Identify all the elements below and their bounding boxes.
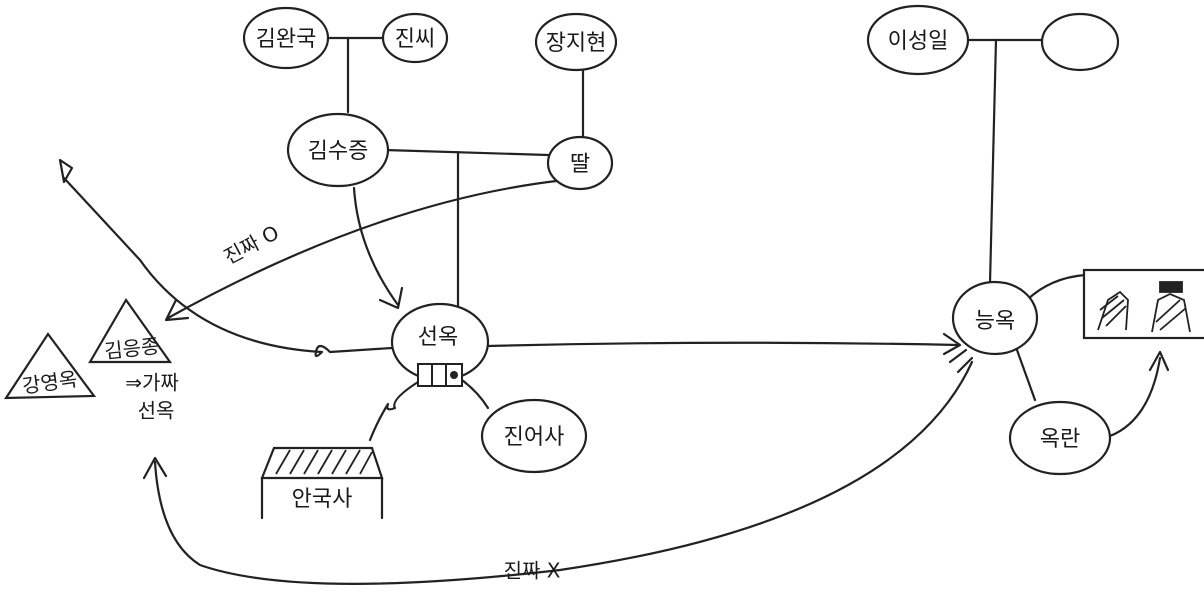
line-neungok-to-picture — [1025, 273, 1087, 302]
node-label: 딸 — [570, 152, 590, 177]
portrait-picture — [1082, 268, 1204, 340]
temple-anguksa: 안국사 — [260, 446, 384, 520]
fake-seonok-note-line2: 선옥 — [138, 399, 175, 423]
arrowhead-left-top — [58, 158, 74, 184]
line-seonok-to-left — [62, 176, 394, 358]
node-kim-eungjong: 김응종 — [88, 297, 173, 364]
arrowhead-ttal-to-kim-eungjong — [164, 298, 190, 322]
node-lee-spouse-empty — [1040, 12, 1120, 72]
node-label: 김완국 — [256, 27, 317, 52]
arrow-okran-to-picture — [1108, 356, 1162, 438]
node-label: 능옥 — [975, 309, 1015, 334]
arrowhead-okran-to-picture — [1148, 350, 1170, 372]
fake-seonok-note-line1: ⇒가짜 — [125, 371, 179, 395]
node-jang-jihyeon: 장지현 — [534, 12, 618, 72]
node-jin-ssi: 진씨 — [381, 12, 449, 64]
figure-icon — [1151, 281, 1191, 333]
node-okran: 옥란 — [1008, 400, 1112, 476]
tick-marks-neungok — [948, 348, 974, 374]
temple-label: 안국사 — [292, 487, 353, 512]
arrowhead-sujung-to-seonok — [378, 286, 404, 310]
node-label: 장지현 — [546, 31, 607, 56]
figure-icon — [1097, 290, 1129, 331]
line-seonok-to-temple — [368, 380, 420, 442]
node-kang-yeongok: 강영옥 — [3, 332, 97, 400]
arrow-neungok-to-left-fake — [153, 360, 974, 585]
camera-icon — [417, 363, 463, 387]
node-kim-wanguk: 김완국 — [242, 6, 330, 70]
node-label: 진어사 — [504, 425, 565, 450]
line-seonok-to-jin-eosa — [460, 378, 490, 410]
node-ttal: 딸 — [546, 135, 614, 191]
node-label: 김응종 — [103, 334, 160, 364]
child-line-lee-neungok — [988, 38, 998, 285]
node-label: 김수증 — [308, 139, 369, 164]
marriage-line-sujung-ttal — [383, 148, 550, 157]
node-lee-seongil: 이성일 — [866, 4, 970, 76]
node-label: 이성일 — [888, 29, 949, 54]
arrow-sujung-to-seonok — [352, 186, 400, 307]
line-seonok-to-neungok — [486, 341, 960, 348]
arrow-ttal-to-kim-eungjong — [166, 178, 567, 320]
arrowhead-fake — [142, 456, 168, 480]
node-seonok: 선옥 — [390, 302, 490, 387]
connector-lines — [58, 36, 1170, 585]
line-neungok-okran — [1015, 348, 1037, 402]
edge-label-real: 진짜 O — [220, 220, 283, 269]
node-kim-sujung: 김수증 — [286, 112, 390, 188]
node-label: 옥란 — [1040, 427, 1080, 452]
node-label: 선옥 — [418, 325, 458, 350]
node-label: 진씨 — [395, 27, 435, 52]
node-neungok: 능옥 — [951, 280, 1039, 356]
arrowhead-to-neungok — [942, 332, 962, 356]
node-jin-eosa: 진어사 — [480, 398, 588, 474]
edge-label-fake: 진짜 X — [504, 559, 561, 583]
